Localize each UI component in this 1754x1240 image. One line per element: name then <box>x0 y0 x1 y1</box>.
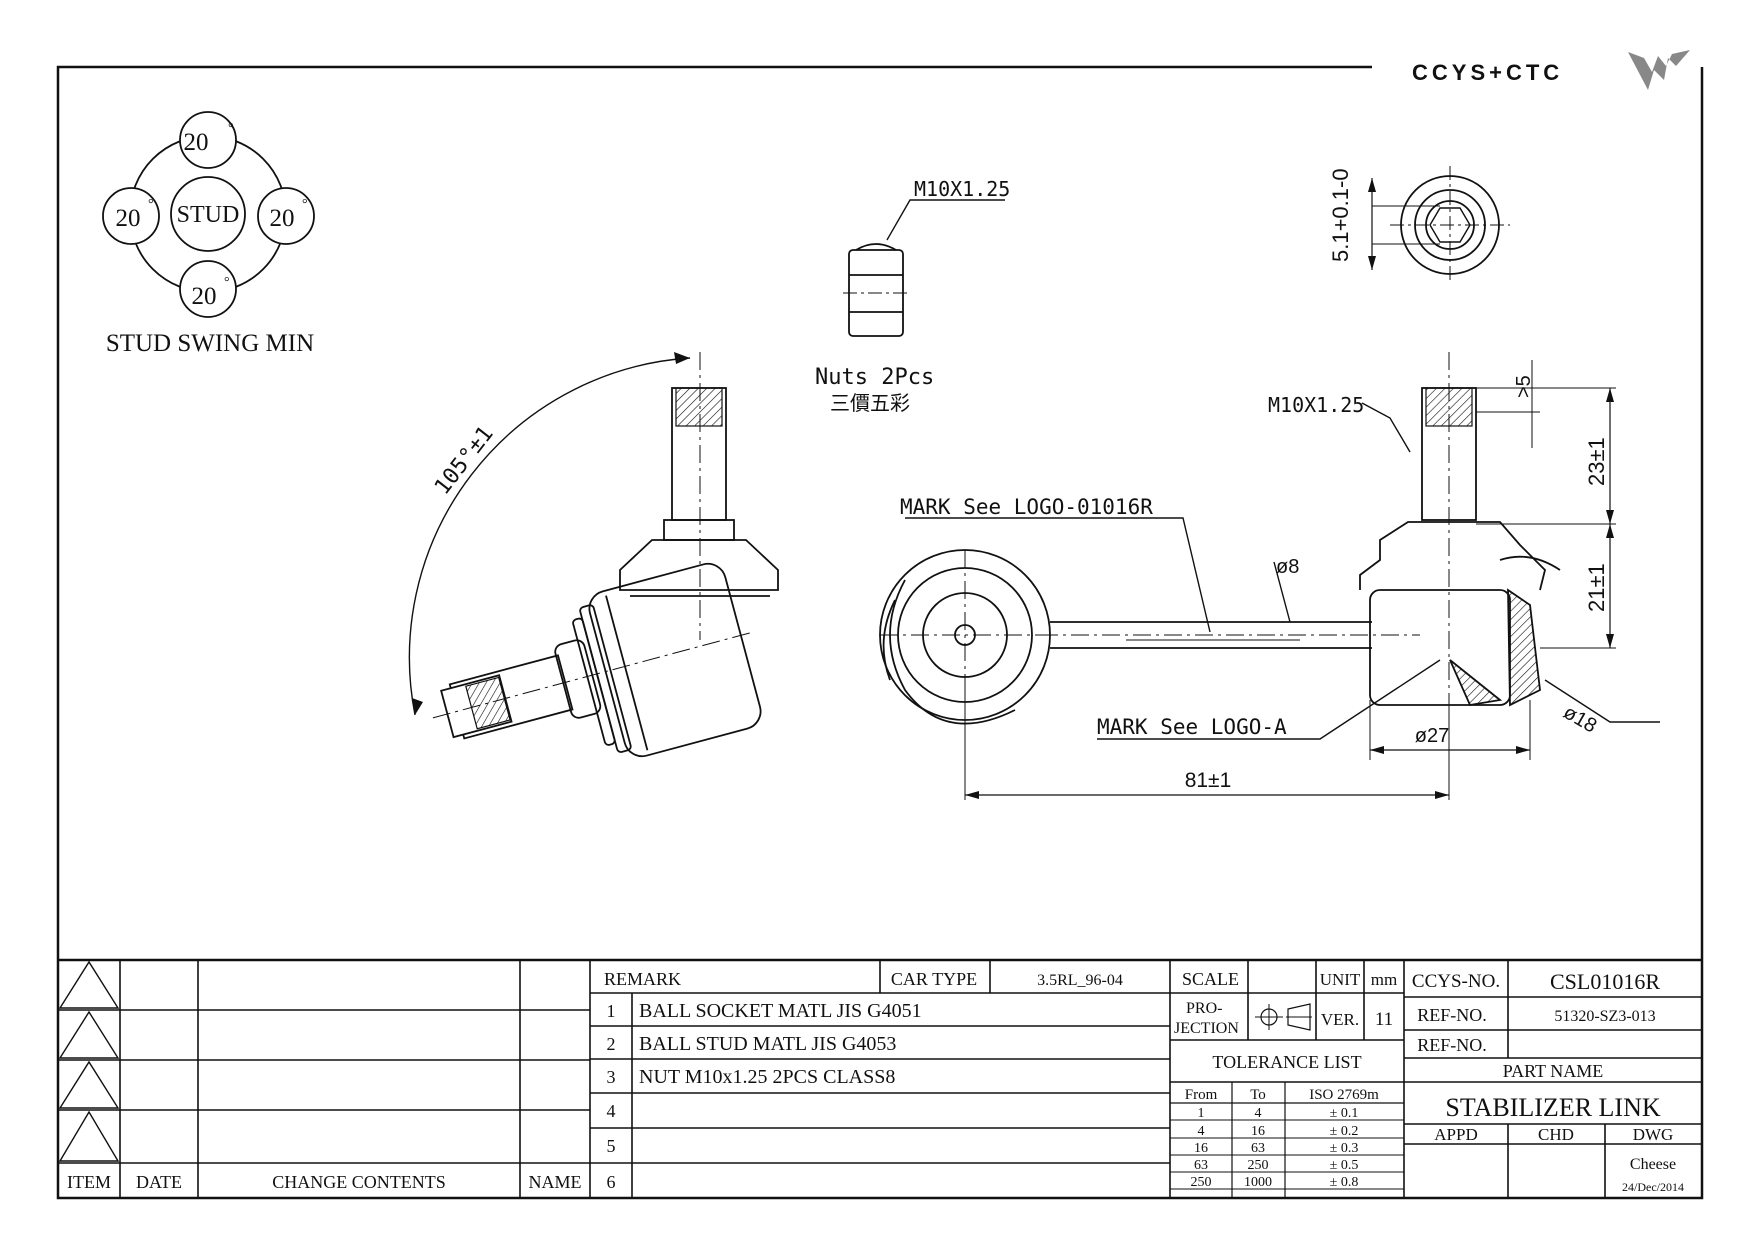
unit-value: mm <box>1371 970 1397 989</box>
tol-value: ± 0.8 <box>1330 1175 1359 1190</box>
hex-size-dimension: 5.1+0.1-0 <box>1328 168 1353 262</box>
remark-block <box>590 960 1171 1198</box>
tol-from: 250 <box>1191 1175 1212 1190</box>
nut-drawing <box>843 199 1005 337</box>
dwg-name: Cheese <box>1630 1156 1676 1173</box>
projection-label: PRO- <box>1186 1000 1222 1017</box>
stud-angle-view <box>408 352 779 758</box>
tol-header-iso: ISO 2769m <box>1309 1087 1379 1103</box>
remark-item-text: BALL STUD MATL JIS G4053 <box>639 1033 896 1055</box>
nuts-qty-label: Nuts 2Pcs <box>815 365 934 390</box>
degree-symbol: ° <box>224 275 230 290</box>
drawing-border <box>56 65 1704 1200</box>
mark-logo-r-label: MARK See LOGO-01016R <box>900 495 1153 519</box>
car-type-value: 3.5RL_96-04 <box>1037 972 1123 989</box>
tol-from: 1 <box>1198 1106 1205 1121</box>
spec-block <box>1170 960 1405 1198</box>
socket-diameter-dimension: ø18 <box>1560 701 1601 737</box>
stabilizer-link-side-view <box>879 352 1660 800</box>
scale-label: SCALE <box>1182 969 1239 989</box>
angle-dimension: 105°±1 <box>430 422 499 500</box>
mark-logo-a-label: MARK See LOGO-A <box>1097 715 1287 739</box>
stud-swing-diagram <box>102 111 315 318</box>
appd-label: APPD <box>1434 1125 1477 1144</box>
ref-no-label: REF-NO. <box>1417 1005 1487 1025</box>
stud-length-dimension: 23±1 <box>1584 437 1609 486</box>
ref-no-label: REF-NO. <box>1417 1035 1487 1055</box>
remark-item-no: 2 <box>607 1034 616 1054</box>
dwg-label: DWG <box>1633 1125 1674 1144</box>
logo-text: CCYS+CTC <box>1412 60 1563 85</box>
tol-from: 63 <box>1194 1158 1208 1173</box>
hex-depth-dimension: >5 <box>1513 375 1535 398</box>
tol-to: 16 <box>1251 1124 1265 1139</box>
remark-item-no: 3 <box>607 1067 616 1087</box>
stud-end-view <box>1368 166 1510 284</box>
swing-right-value: 20 <box>270 205 295 232</box>
nut-thread-label: M10X1.25 <box>914 177 1010 201</box>
tolerance-title: TOLERANCE LIST <box>1212 1052 1361 1072</box>
swing-top-value: 20 <box>184 129 209 156</box>
logo-wing-icon <box>1628 50 1690 90</box>
stud-thread-label: M10X1.25 <box>1268 393 1364 417</box>
tol-to: 1000 <box>1244 1175 1272 1190</box>
swing-left-value: 20 <box>116 205 141 232</box>
tol-to: 63 <box>1251 1141 1265 1156</box>
part-name-value: STABILIZER LINK <box>1445 1093 1660 1122</box>
remark-item-text: NUT M10x1.25 2PCS CLASS8 <box>639 1066 895 1088</box>
title-block <box>1404 960 1702 1198</box>
ccys-no-label: CCYS-NO. <box>1412 971 1500 992</box>
center-distance-dimension: 81±1 <box>1185 769 1232 792</box>
degree-symbol: ° <box>148 197 154 212</box>
revision-block <box>58 960 591 1198</box>
degree-symbol: ° <box>302 197 308 212</box>
company-logo: CCYS+CTC <box>1412 50 1690 90</box>
remark-item-no: 6 <box>607 1172 616 1192</box>
remark-item-text: BALL SOCKET MATL JIS G4051 <box>639 1000 922 1022</box>
tol-header-to: To <box>1250 1087 1266 1103</box>
tol-value: ± 0.1 <box>1330 1106 1359 1121</box>
remark-header: REMARK <box>604 969 681 989</box>
swing-center-label: STUD <box>177 202 240 228</box>
dwg-date: 24/Dec/2014 <box>1622 1180 1684 1194</box>
nuts-finish-label: 三價五彩 <box>830 392 910 415</box>
tol-to: 250 <box>1248 1158 1269 1173</box>
remark-item-no: 5 <box>607 1136 616 1156</box>
swing-caption: STUD SWING MIN <box>106 330 314 357</box>
unit-label: UNIT <box>1320 970 1361 989</box>
car-type-label: CAR TYPE <box>891 969 977 989</box>
revision-header-date: DATE <box>136 1172 182 1192</box>
tol-from: 16 <box>1194 1141 1208 1156</box>
part-name-label: PART NAME <box>1503 1061 1603 1081</box>
revision-header-name: NAME <box>529 1172 582 1192</box>
degree-symbol: ° <box>228 121 234 136</box>
tol-value: ± 0.5 <box>1330 1158 1359 1173</box>
revision-header-item: ITEM <box>67 1172 111 1192</box>
ver-label: VER. <box>1321 1010 1359 1029</box>
revision-header-contents: CHANGE CONTENTS <box>272 1172 446 1192</box>
ref-no-value: 51320-SZ3-013 <box>1554 1008 1655 1025</box>
rod-diameter-dimension: ø8 <box>1276 556 1299 578</box>
swing-bottom-value: 20 <box>192 283 217 310</box>
ccys-no-value: CSL01016R <box>1550 969 1660 994</box>
housing-diameter-dimension: ø27 <box>1415 725 1449 747</box>
ver-value: 11 <box>1375 1009 1393 1030</box>
chd-label: CHD <box>1538 1125 1574 1144</box>
remark-item-no: 4 <box>607 1101 616 1121</box>
projection-label: JECTION <box>1174 1020 1239 1037</box>
remark-item-no: 1 <box>607 1001 616 1021</box>
tol-value: ± 0.2 <box>1330 1124 1359 1139</box>
tol-from: 4 <box>1198 1124 1205 1139</box>
tol-header-from: From <box>1185 1087 1218 1103</box>
tol-value: ± 0.3 <box>1330 1141 1359 1156</box>
ball-height-dimension: 21±1 <box>1584 563 1609 612</box>
tol-to: 4 <box>1255 1106 1262 1121</box>
